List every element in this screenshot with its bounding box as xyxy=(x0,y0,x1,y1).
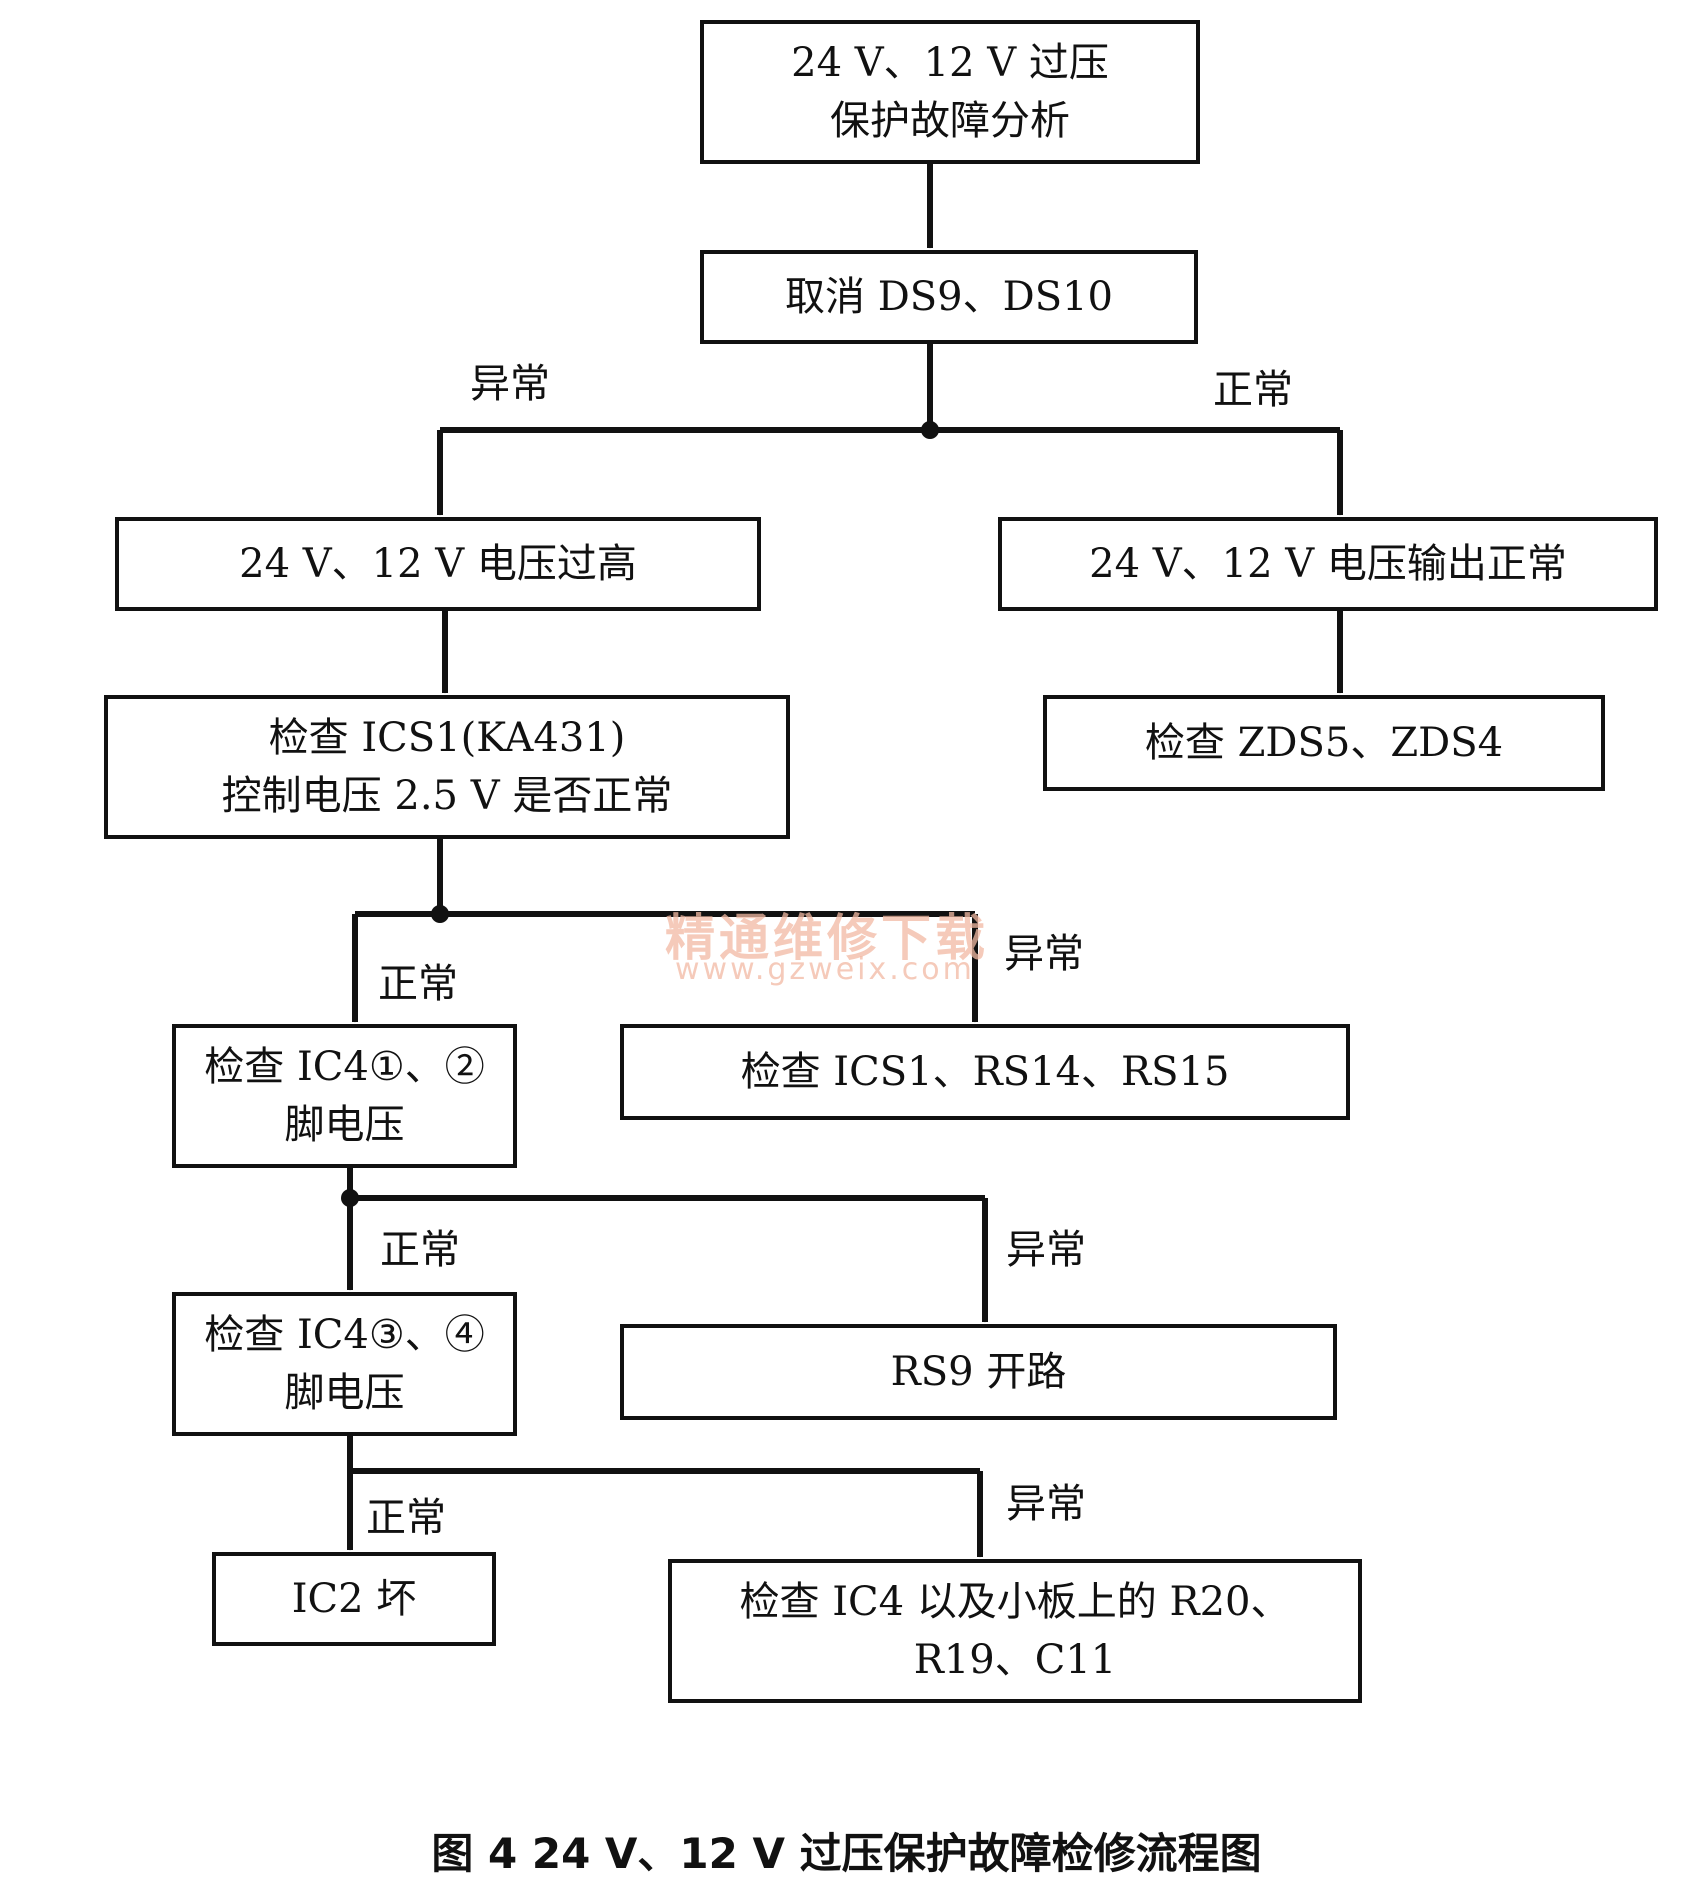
node-text: 取消 DS9、DS10 xyxy=(784,274,1113,320)
node-text: 检查 IC4③、④ xyxy=(204,1312,485,1358)
node-cancel-ds: 取消 DS9、DS10 xyxy=(700,250,1198,344)
label-abnormal: 异常 xyxy=(1004,931,1084,977)
label-normal: 正常 xyxy=(366,1495,446,1541)
label-abnormal: 异常 xyxy=(470,361,550,407)
node-text: 控制电压 2.5 V 是否正常 xyxy=(221,773,673,819)
node-text: 脚电压 xyxy=(284,1370,405,1416)
node-text: 检查 ICS1(KA431) xyxy=(268,715,626,761)
node-voltage-normal: 24 V、12 V 电压输出正常 xyxy=(998,517,1658,611)
node-voltage-high: 24 V、12 V 电压过高 xyxy=(115,517,761,611)
watermark-text: 精通维修下载 xyxy=(665,909,989,967)
node-text: R19、C11 xyxy=(913,1637,1117,1683)
node-text: 检查 ZDS5、ZDS4 xyxy=(1144,720,1504,766)
node-start: 24 V、12 V 过压 保护故障分析 xyxy=(700,20,1200,164)
junction-dot xyxy=(921,421,939,439)
node-check-zds: 检查 ZDS5、ZDS4 xyxy=(1043,695,1605,791)
junction-dot xyxy=(341,1189,359,1207)
node-text: 24 V、12 V 过压 xyxy=(791,40,1109,86)
label-abnormal: 异常 xyxy=(1006,1227,1086,1273)
label-normal: 正常 xyxy=(378,961,458,1007)
watermark-url: www.gzweix.com xyxy=(675,952,975,987)
node-check-ic4-board: 检查 IC4 以及小板上的 R20、 R19、C11 xyxy=(668,1559,1362,1703)
node-text: 检查 IC4①、② xyxy=(204,1044,485,1090)
node-text: 脚电压 xyxy=(284,1102,405,1148)
node-check-ic4-12: 检查 IC4①、② 脚电压 xyxy=(172,1024,517,1168)
node-check-ics1-ctrl: 检查 ICS1(KA431) 控制电压 2.5 V 是否正常 xyxy=(104,695,790,839)
node-text: IC2 坏 xyxy=(291,1576,417,1622)
node-text: 24 V、12 V 电压过高 xyxy=(239,541,637,587)
label-normal: 正常 xyxy=(380,1227,460,1273)
figure-caption: 图 4 24 V、12 V 过压保护故障检修流程图 xyxy=(431,1829,1262,1878)
node-check-ic4-34: 检查 IC4③、④ 脚电压 xyxy=(172,1292,517,1436)
node-check-ics1-rs: 检查 ICS1、RS14、RS15 xyxy=(620,1024,1350,1120)
node-ic2-bad: IC2 坏 xyxy=(212,1552,496,1646)
node-text: 保护故障分析 xyxy=(830,98,1070,144)
label-abnormal: 异常 xyxy=(1006,1481,1086,1527)
node-text: 检查 ICS1、RS14、RS15 xyxy=(740,1049,1230,1095)
node-text: 检查 IC4 以及小板上的 R20、 xyxy=(739,1579,1291,1625)
junction-dot xyxy=(431,905,449,923)
label-normal: 正常 xyxy=(1213,367,1293,413)
node-text: 24 V、12 V 电压输出正常 xyxy=(1089,541,1567,587)
node-text: RS9 开路 xyxy=(890,1349,1067,1395)
node-rs9-open: RS9 开路 xyxy=(620,1324,1337,1420)
